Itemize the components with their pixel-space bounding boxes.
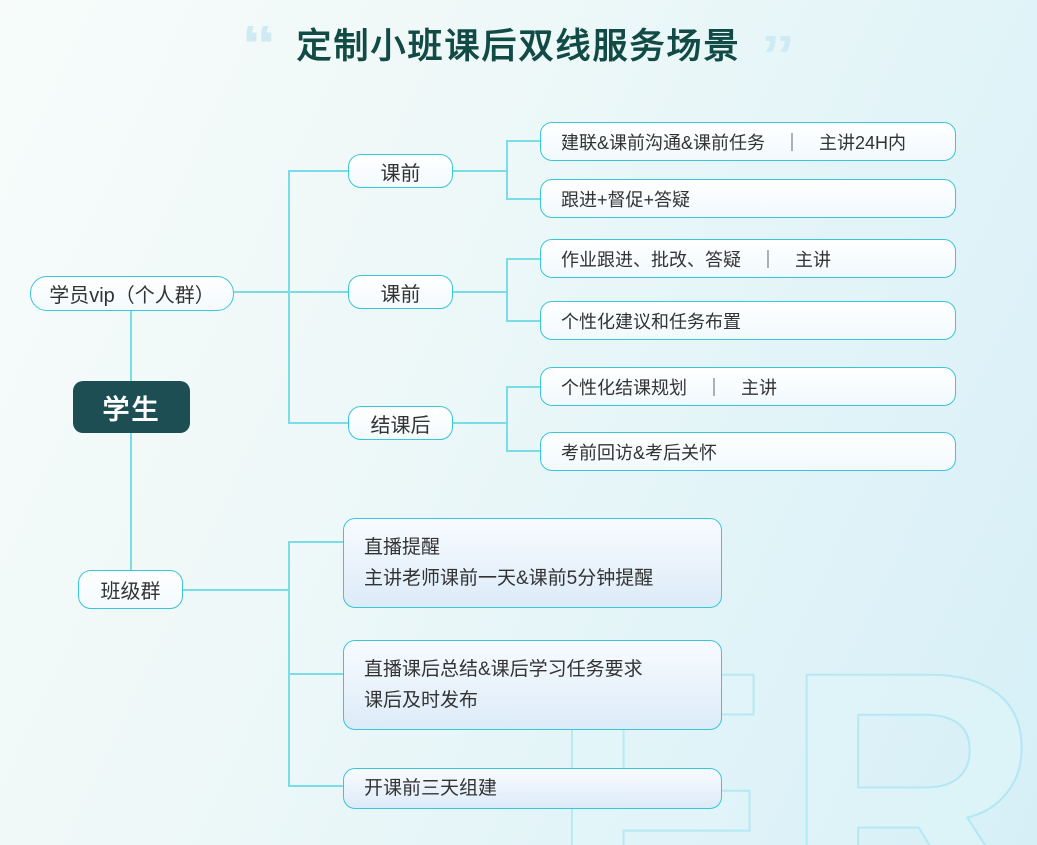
connector-line [506, 386, 508, 452]
connector-line [453, 422, 508, 424]
connector-line [453, 291, 508, 293]
group-box-line: 直播提醒 [364, 537, 441, 558]
detail-box-text: 跟进+督促+答疑 [561, 189, 691, 210]
node-label: 课前 [380, 162, 421, 185]
node-class-group: 班级群 [78, 570, 183, 609]
node-label: 学员vip（个人群） [49, 285, 215, 307]
detail-box-personal-advice: 个性化建议和任务布置 [540, 301, 956, 340]
connector-line [288, 422, 348, 424]
group-box-line: 开课前三天组建 [364, 778, 498, 799]
detail-box-homework: 作业跟进、批改、答疑 ｜ 主讲 [540, 239, 956, 278]
connector-line [506, 140, 540, 142]
node-student-root: 学生 [73, 381, 190, 433]
detail-box-followup: 跟进+督促+答疑 [540, 179, 956, 218]
page-title: 定制小班课后双线服务场景 [296, 27, 741, 66]
group-box-setup-before-course: 开课前三天组建 [343, 768, 722, 809]
detail-box-text: 个性化结课规划 ｜ 主讲 [561, 377, 777, 398]
connector-line [130, 311, 132, 570]
connector-line [288, 170, 290, 424]
detail-box-text: 考前回访&考后关怀 [561, 442, 718, 463]
group-box-line: 直播课后总结&课后学习任务要求 [364, 659, 643, 680]
detail-box-contact-task: 建联&课前沟通&课前任务 ｜ 主讲24H内 [540, 122, 956, 161]
detail-box-text: 作业跟进、批改、答疑 ｜ 主讲 [561, 249, 831, 270]
detail-box-course-end-plan: 个性化结课规划 ｜ 主讲 [540, 367, 956, 406]
connector-line [506, 258, 540, 260]
node-stage-after-course: 结课后 [348, 406, 453, 440]
connector-line [288, 673, 343, 675]
connector-line [506, 450, 540, 452]
node-label: 学生 [102, 394, 161, 425]
detail-box-text: 个性化建议和任务布置 [561, 311, 741, 332]
detail-box-text: 建联&课前沟通&课前任务 ｜ 主讲24H内 [561, 132, 907, 153]
connector-line [288, 541, 290, 787]
node-label: 结课后 [370, 414, 431, 437]
connector-line [234, 291, 348, 293]
node-label: 课前 [380, 283, 421, 306]
group-box-live-reminder: 直播提醒 主讲老师课前一天&课前5分钟提醒 [343, 518, 722, 608]
connector-line [506, 320, 540, 322]
connector-line [506, 140, 508, 200]
connector-line [288, 541, 343, 543]
node-label: 班级群 [100, 581, 161, 603]
connector-line [183, 589, 289, 591]
node-stage-pre-class-2: 课前 [348, 275, 453, 309]
group-box-line: 主讲老师课前一天&课前5分钟提醒 [364, 568, 654, 589]
close-quote-icon: ” [760, 36, 796, 80]
node-stage-pre-class-1: 课前 [348, 154, 453, 188]
connector-line [288, 785, 343, 787]
detail-box-exam-care: 考前回访&考后关怀 [540, 432, 956, 471]
connector-line [288, 170, 348, 172]
connector-line [453, 170, 508, 172]
connector-line [506, 386, 540, 388]
page-header: “ 定制小班课后双线服务场景 ” [0, 22, 1037, 80]
open-quote-icon: “ [241, 26, 277, 70]
group-box-after-class-summary: 直播课后总结&课后学习任务要求 课后及时发布 [343, 640, 722, 730]
connector-line [506, 258, 508, 322]
group-box-line: 课后及时发布 [364, 690, 479, 711]
node-student-vip-group: 学员vip（个人群） [30, 276, 234, 311]
connector-line [506, 198, 540, 200]
